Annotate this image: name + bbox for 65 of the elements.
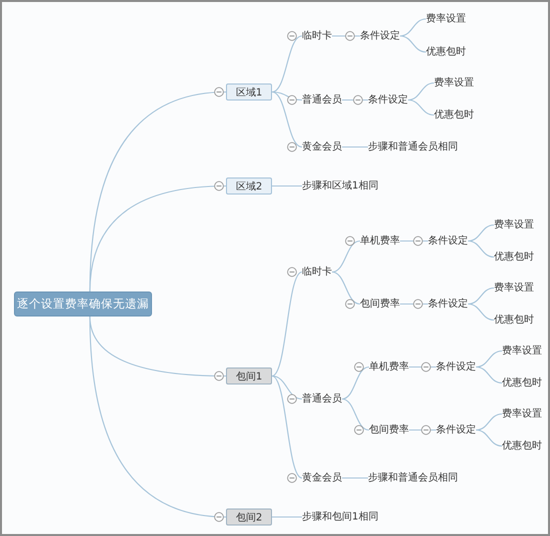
branch-line [272, 376, 302, 478]
branch-line [272, 516, 302, 518]
topic-text: 黄金会员 [302, 140, 342, 154]
topic-text: 黄金会员 [302, 472, 342, 484]
topic-text: 费率设置 [434, 76, 474, 90]
topic-text: 临时卡 [302, 266, 332, 278]
branch-line [468, 303, 494, 321]
topic-text: 费率设置 [502, 408, 542, 420]
topic-text: 条件设定 [360, 30, 400, 42]
topic-text: 普通会员 [302, 392, 342, 406]
branch-line [476, 429, 502, 447]
topic-text: 单机费率 [360, 234, 400, 248]
topic-text: 步骤和区域1相同 [302, 180, 378, 192]
branch-line [408, 99, 434, 116]
topic-text: 优惠包时 [434, 108, 474, 122]
topic-text: 包间费率 [369, 424, 409, 436]
branch-line [468, 287, 494, 305]
topic-text: 费率设置 [494, 282, 534, 294]
branch-line [468, 240, 494, 258]
topic-text: 条件设定 [436, 424, 476, 436]
topic-text: 条件设定 [368, 94, 408, 106]
topic-text: 条件设定 [436, 360, 476, 374]
topic-text: 普通会员 [302, 94, 342, 106]
topic-text: 步骤和普通会员相同 [368, 472, 458, 484]
branch-line [342, 477, 368, 479]
branch-line [272, 272, 302, 376]
topic-text: 费率设置 [494, 218, 534, 232]
topic-text: 费率设置 [426, 12, 466, 26]
branch-line [342, 398, 370, 431]
branch-line [476, 350, 502, 368]
branch-line [272, 185, 302, 187]
topic-box: 包间2 [226, 508, 272, 526]
branch-line [272, 91, 302, 101]
topic-text: 条件设定 [428, 298, 468, 310]
topic-text: 步骤和包间1相同 [302, 510, 378, 524]
topic-text: 步骤和普通会员相同 [368, 140, 458, 154]
topic-text: 条件设定 [428, 234, 468, 248]
branch-line [272, 91, 302, 148]
topic-text: 优惠包时 [502, 376, 542, 390]
branch-line [332, 271, 360, 305]
topic-text: 临时卡 [302, 30, 332, 42]
topic-text: 优惠包时 [494, 250, 534, 264]
topic-text: 费率设置 [502, 344, 542, 358]
branch-line [400, 18, 426, 37]
branch-line [476, 366, 502, 384]
branch-line [89, 185, 226, 292]
branch-line [468, 224, 494, 242]
branch-line [476, 413, 502, 431]
topic-text: 包间费率 [360, 298, 400, 310]
branch-line [89, 316, 226, 518]
branch-line [408, 82, 434, 101]
branch-line [332, 240, 360, 273]
central-topic-box: 逐个设置费率确保无遗漏 [14, 292, 152, 316]
branch-line [272, 375, 302, 400]
topic-text: 优惠包时 [426, 46, 466, 58]
topic-text: 单机费率 [369, 360, 409, 374]
topic-box: 区域1 [226, 84, 272, 100]
topic-text: 优惠包时 [494, 314, 534, 326]
branch-line [400, 35, 426, 53]
topic-text: 优惠包时 [502, 440, 542, 452]
topic-box: 区域2 [226, 178, 272, 194]
branch-line [272, 35, 302, 93]
topic-box: 包间1 [226, 368, 272, 384]
branch-line [342, 146, 368, 148]
branch-line [342, 366, 370, 400]
